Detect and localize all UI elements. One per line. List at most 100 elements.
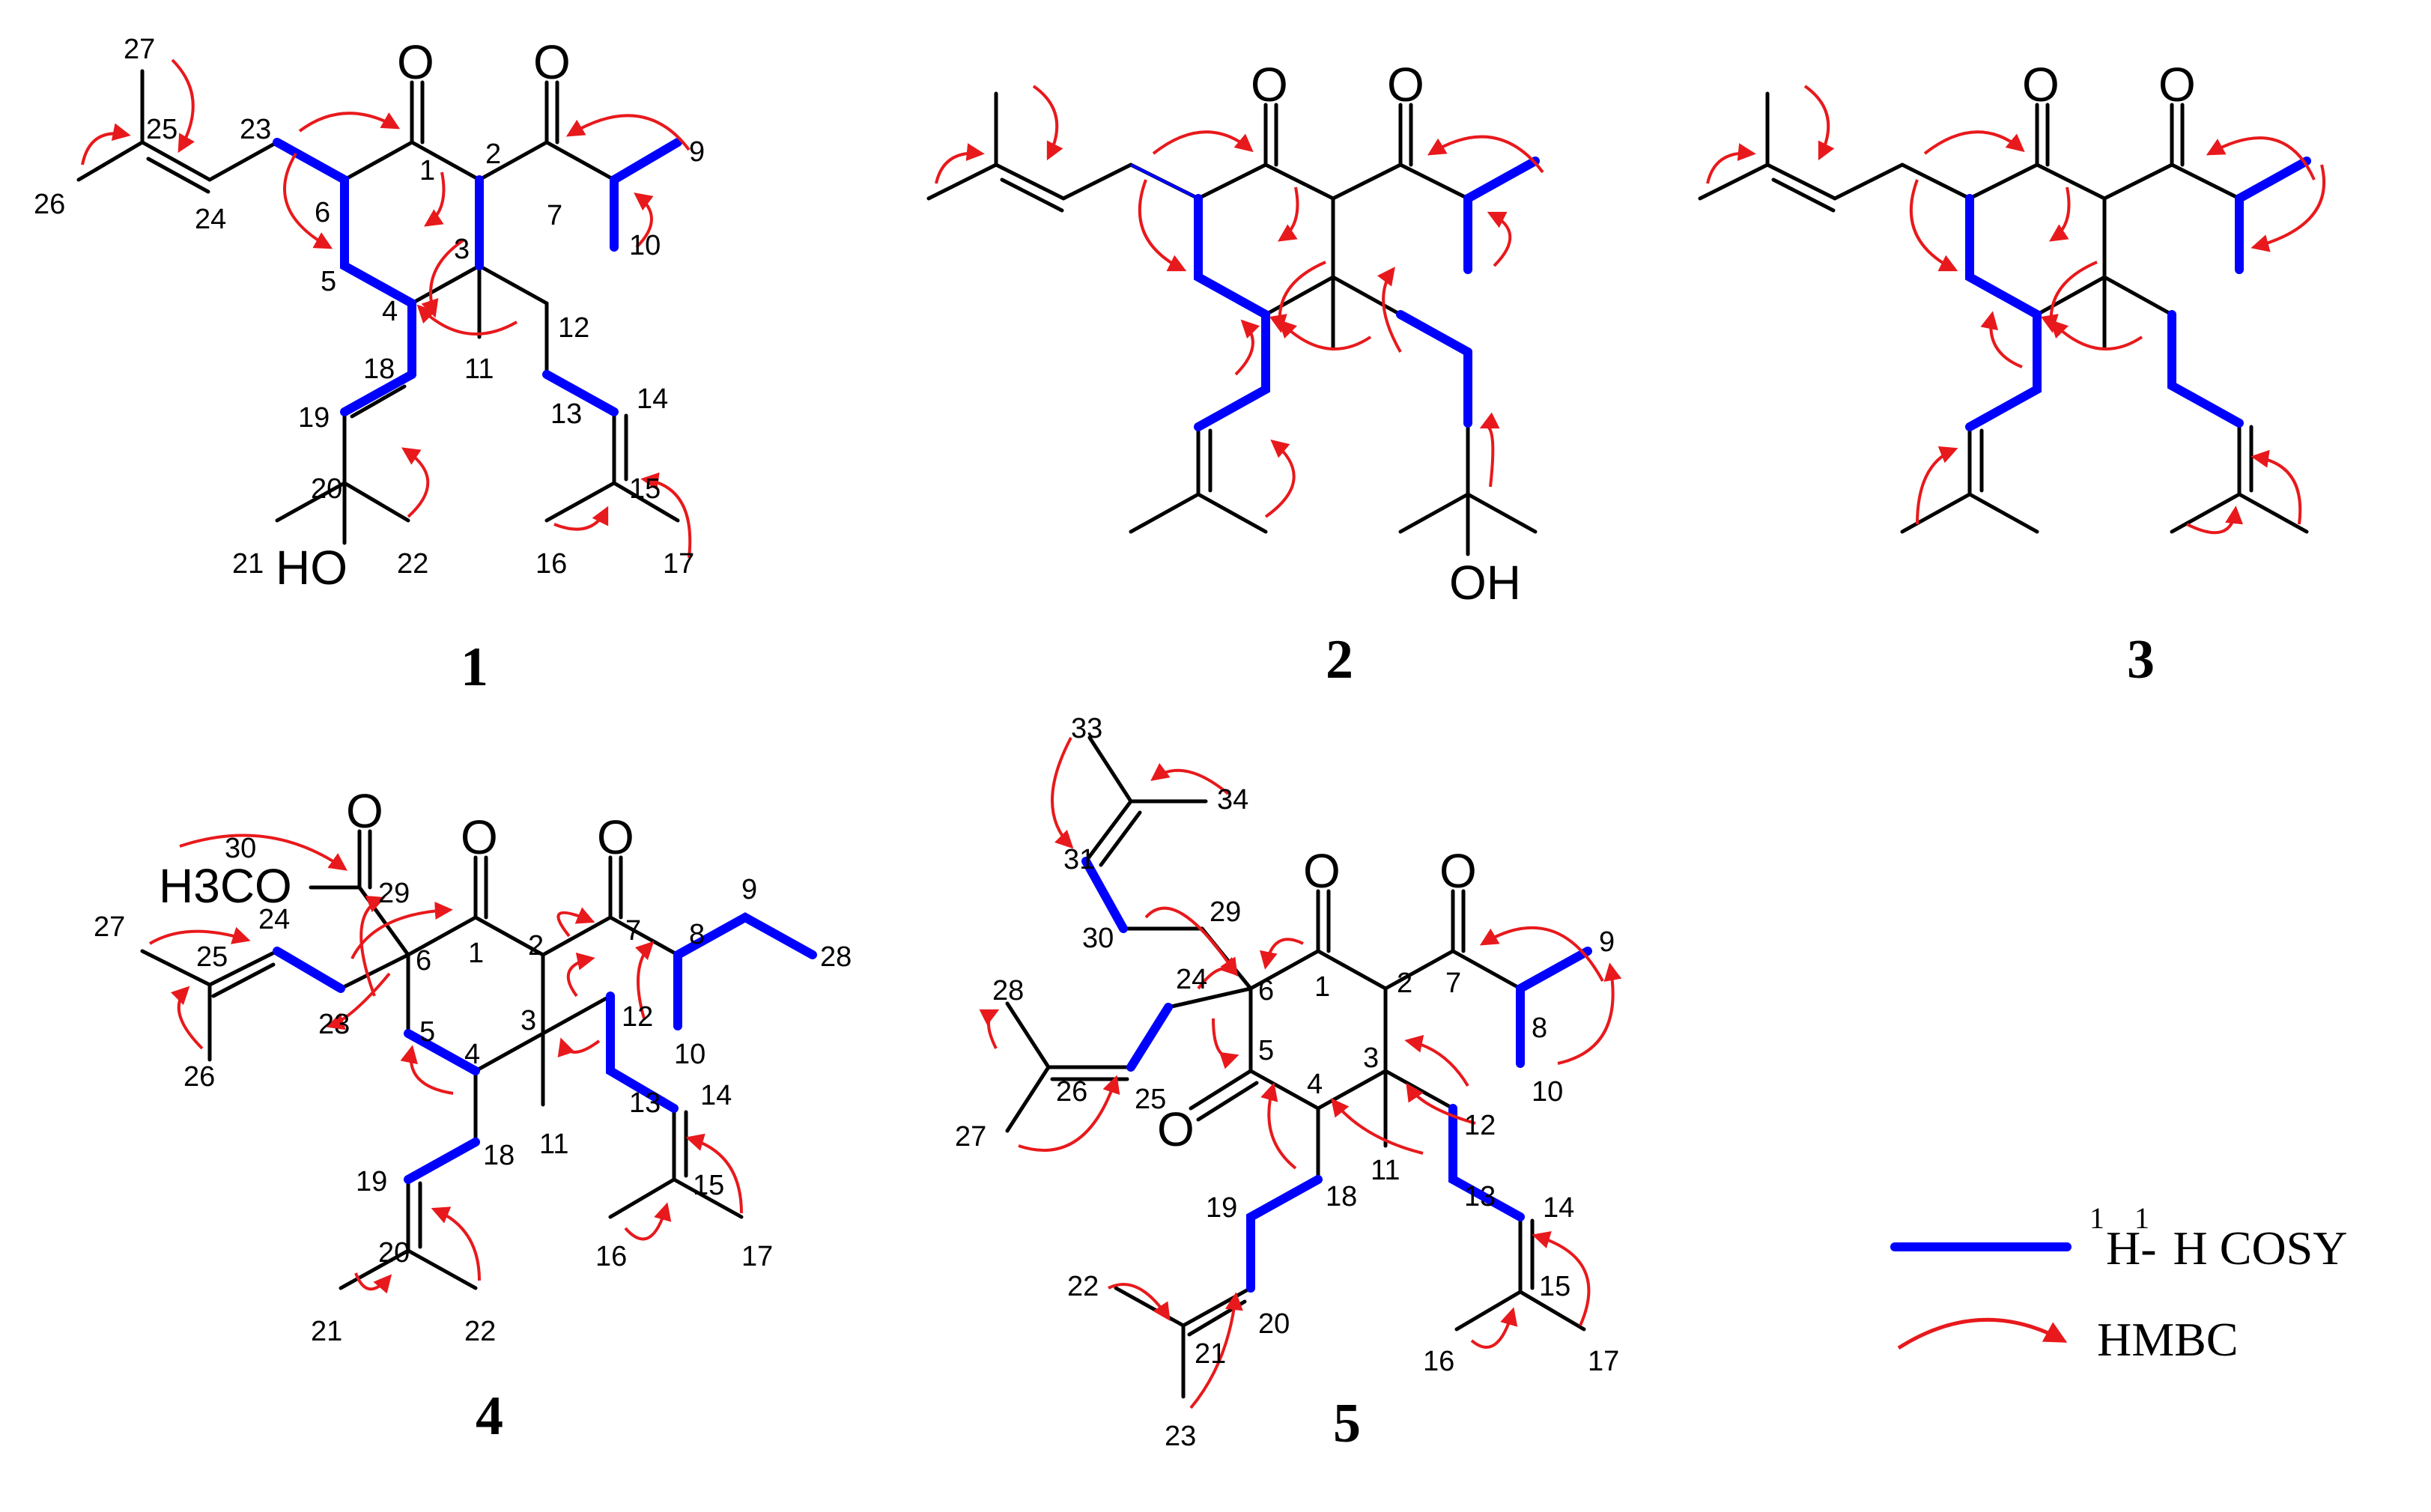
c1-num: 2 (485, 139, 501, 170)
c5-num: 31 (1063, 844, 1095, 875)
legend-cosy-h1: H- (2106, 1221, 2157, 1275)
legend-hmbc-swatch (1897, 1317, 2068, 1350)
c1-num: 21 (232, 548, 264, 580)
c4-num: 2 (528, 930, 544, 962)
compound-2-id: 2 (1326, 629, 1353, 690)
c2-cosy-bonds (1194, 157, 1540, 431)
c4-num: 9 (741, 874, 757, 905)
c4-num: 15 (693, 1170, 724, 1201)
c5-num: 19 (1206, 1192, 1237, 1224)
c4-num: 5 (419, 1016, 435, 1048)
c4-num: 24 (258, 904, 290, 935)
c4-num: 19 (356, 1166, 387, 1197)
c1-num: 5 (321, 266, 336, 297)
c4-num: 17 (741, 1241, 773, 1272)
c5-num: 15 (1539, 1271, 1570, 1302)
compound-1-id: 1 (461, 637, 488, 698)
c4-num: 13 (629, 1087, 661, 1119)
c4-num: 29 (378, 878, 410, 909)
c4-num: 25 (196, 941, 228, 973)
c1-num: 14 (637, 383, 668, 415)
c4-num: 28 (820, 941, 852, 973)
c4-num: 16 (595, 1241, 627, 1272)
c4-num: 30 (225, 833, 256, 864)
c4-num: 12 (622, 1001, 653, 1033)
c4-label-o1: O (461, 810, 498, 864)
c4-num: 8 (689, 919, 705, 950)
c4-num: 26 (183, 1061, 215, 1093)
c1-num: 24 (195, 204, 226, 235)
c1-num: 10 (629, 230, 661, 261)
legend-cosy-rest: H COSY (2173, 1221, 2348, 1275)
c4-label-och3: H3CO (159, 859, 292, 913)
c5-num: 22 (1067, 1271, 1099, 1302)
c5-num: 13 (1464, 1181, 1496, 1212)
c5-num: 28 (992, 975, 1024, 1007)
c1-num: 6 (315, 197, 330, 228)
c5-num: 25 (1135, 1084, 1166, 1115)
c4-num: 21 (311, 1316, 342, 1347)
c1-num: 23 (240, 114, 271, 145)
compound-4-id: 4 (476, 1385, 503, 1447)
c1-num: 25 (146, 114, 177, 145)
c3-labels: O O 3 (2022, 58, 2196, 690)
c5-num: 26 (1056, 1076, 1087, 1108)
c3-label-o7: O (2158, 58, 2196, 112)
c1-num: 26 (34, 189, 65, 220)
c4-num: 22 (464, 1316, 496, 1347)
c5-num: 17 (1588, 1346, 1619, 1377)
c2-labels: O O OH 2 (1251, 58, 1521, 690)
c1-num: 17 (663, 548, 694, 580)
c1-num: 3 (454, 234, 470, 265)
legend-cosy-sup-2: 1 (2134, 1201, 2149, 1235)
c4-hmbc-arrows (148, 834, 743, 1294)
c5-num: 29 (1210, 896, 1241, 928)
c5-num: 24 (1176, 964, 1207, 995)
c4-num: 18 (483, 1140, 515, 1171)
c4-num: 7 (625, 915, 641, 947)
c1-num: 11 (464, 353, 494, 385)
c1-label-ho: HO (276, 541, 347, 595)
c3-label-o1: O (2022, 58, 2060, 112)
c1-label-o1: O (397, 35, 434, 89)
c5-num: 27 (955, 1121, 986, 1153)
legend: 1 1 H-H COSY HMBC (1890, 1201, 2348, 1366)
c2-label-o7: O (1387, 58, 1424, 112)
c2-label-oh: OH (1449, 556, 1521, 610)
c4-num: 11 (539, 1129, 568, 1160)
c5-num: 8 (1532, 1012, 1547, 1044)
c1-num: 22 (397, 548, 428, 580)
c2-cosy-thin (1130, 163, 1199, 200)
c5-label-o1: O (1303, 844, 1341, 898)
c4-num: 27 (94, 911, 125, 943)
c4-num: 23 (318, 1009, 350, 1040)
c5-num: 33 (1071, 713, 1102, 744)
c1-num: 13 (550, 398, 582, 430)
c4-num: 3 (521, 1005, 536, 1036)
c5-num: 14 (1543, 1192, 1574, 1224)
c5-num: 23 (1165, 1421, 1196, 1452)
compound-2-structure (926, 91, 1538, 556)
legend-cosy-sup-1: 1 (2089, 1201, 2104, 1235)
c1-hmbc-arrows (81, 58, 692, 559)
compound-3-structure (1698, 91, 2309, 534)
c1-num: 4 (382, 296, 398, 327)
c1-label-o7: O (533, 35, 571, 89)
c5-labels: O O O 1 2 3 4 5 6 7 8 9 10 11 12 13 14 1… (955, 713, 1619, 1454)
c2-label-o1: O (1251, 58, 1288, 112)
c4-num: 1 (468, 938, 484, 969)
c4-cosy-bonds (273, 912, 817, 1184)
c3-cosy-bonds (1965, 157, 2311, 431)
c1-num: 12 (558, 312, 589, 344)
c1-num: 9 (689, 136, 705, 168)
c5-num: 21 (1195, 1338, 1226, 1370)
c3-hmbc-arrows (1706, 85, 2326, 535)
c1-num: 18 (363, 353, 395, 385)
c4-num: 6 (416, 945, 431, 977)
c1-num: 7 (547, 200, 562, 231)
c1-num: 27 (124, 34, 155, 65)
c5-num: 7 (1445, 968, 1461, 999)
c5-label-o5: O (1157, 1102, 1195, 1156)
